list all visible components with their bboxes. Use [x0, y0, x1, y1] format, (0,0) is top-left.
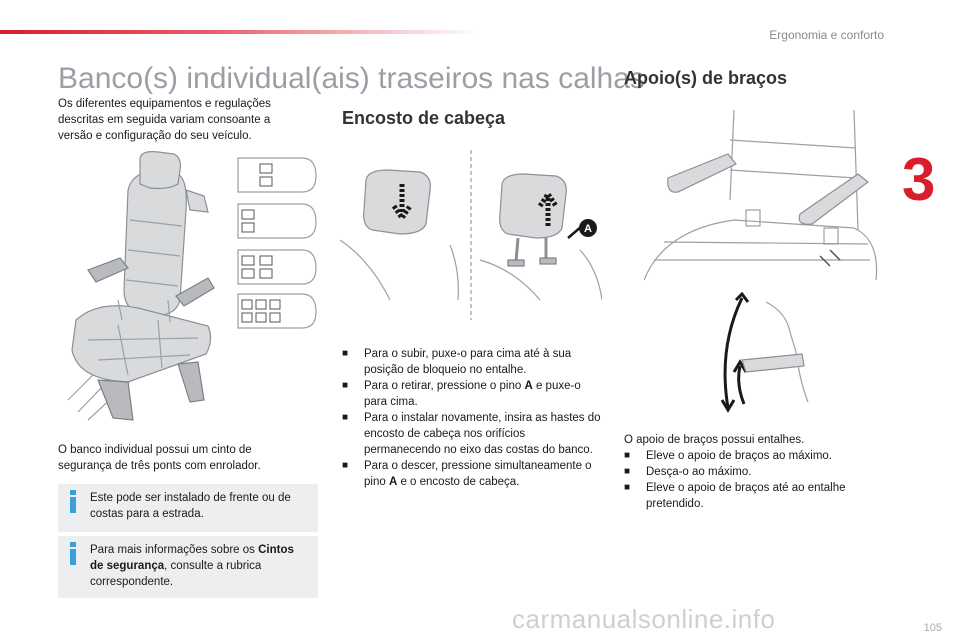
info-box-orientation: Este pode ser instalado de frente ou de … — [58, 484, 318, 532]
chapter-number: 3 — [902, 146, 936, 213]
list-item: ■Para o retirar, pressione o pino A e pu… — [342, 380, 581, 408]
list-item: ■Eleve o apoio de braços até ao entalhe … — [624, 482, 846, 510]
bullet-marker: ■ — [342, 380, 349, 391]
seatbelts-reference: Cintos de segurança — [90, 544, 294, 572]
seat-headrest — [139, 151, 181, 190]
headrest-left — [363, 169, 431, 235]
seat-illustration — [67, 151, 215, 421]
info-icon — [66, 490, 80, 514]
headrest-instructions: ■Para o subir, puxe-o para cima até à su… — [342, 346, 604, 490]
list-item: ■Para o instalar novamente, insira as ha… — [342, 412, 601, 456]
watermark: carmanualsonline.info — [512, 604, 776, 634]
info-box-seatbelts: Para mais informações sobre os Cintos de… — [58, 536, 318, 598]
headrest-illustration: A — [340, 150, 602, 320]
headrest-heading: Encosto de cabeça — [342, 108, 506, 128]
seatbelt-text: O banco individual possui um cinto de se… — [58, 444, 261, 472]
list-item: ■Desça-o ao máximo. — [624, 466, 752, 478]
seat-cushion — [71, 305, 212, 383]
armrest-instructions: ■Eleve o apoio de braços ao máximo. ■Des… — [624, 448, 884, 512]
top-accent-bar — [0, 30, 480, 34]
seat-left-armrest — [87, 257, 129, 283]
bullet-marker: ■ — [624, 466, 631, 477]
armrest-seat-illustration — [644, 110, 878, 281]
left-armrest — [667, 153, 737, 193]
section-title: Ergonomia e conforto — [769, 28, 884, 42]
info-box-text: Para mais informações sobre os Cintos de… — [90, 544, 294, 588]
armrest-adjustment-diagram — [720, 292, 809, 413]
info-box-text: Este pode ser instalado de frente ou de … — [90, 492, 291, 520]
marker-a-label: A — [584, 223, 592, 235]
list-item: ■Para o subir, puxe-o para cima até à su… — [342, 348, 572, 376]
bullet-marker: ■ — [624, 450, 631, 461]
right-armrest — [798, 173, 869, 225]
armrest-intro: O apoio de braços possui entalhes. — [624, 434, 805, 446]
page-title: Banco(s) individual(ais) traseiros nas c… — [58, 62, 645, 95]
bullet-marker: ■ — [342, 460, 349, 471]
intro-text: Os diferentes equipamentos e regulações … — [58, 98, 271, 142]
seat-right-armrest — [175, 277, 215, 307]
info-icon — [66, 542, 80, 566]
list-item: ■Para o descer, pressione simultaneament… — [342, 460, 592, 488]
list-item: ■Eleve o apoio de braços ao máximo. — [624, 450, 833, 462]
bullet-marker: ■ — [342, 348, 349, 359]
armrest-heading: Apoio(s) de braços — [624, 68, 788, 88]
seat-layout-diagrams — [237, 157, 317, 329]
bullet-marker: ■ — [624, 482, 631, 493]
headrest-right — [499, 173, 567, 239]
page-number: 105 — [923, 622, 942, 634]
bullet-marker: ■ — [342, 412, 349, 423]
armrest-side-view — [741, 353, 805, 373]
seat-back — [123, 171, 187, 316]
